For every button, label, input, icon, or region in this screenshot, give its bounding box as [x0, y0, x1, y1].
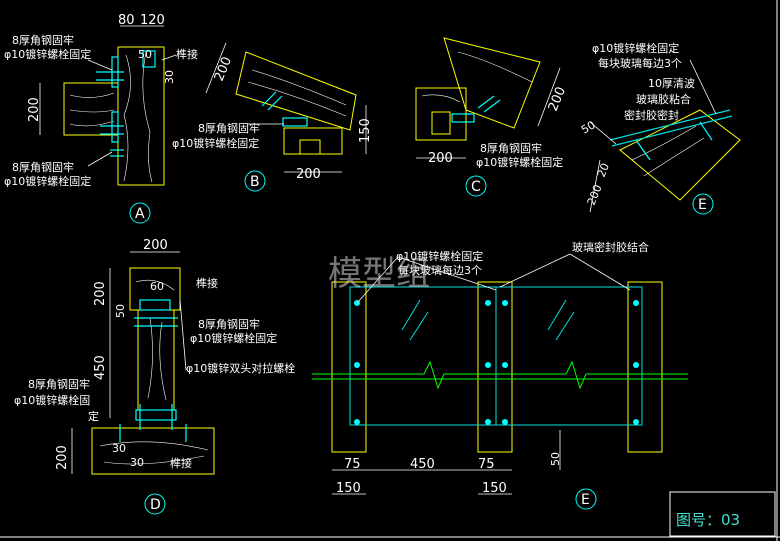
detail-b-marker: B: [250, 174, 260, 190]
detail-b-dim-200-bottom: 200: [296, 167, 321, 182]
detail-e-large-dim-150a: 150: [336, 481, 361, 496]
detail-a: 80 120 50 30 200 8厚角钢固牢 φ10镀锌螺栓固定 榫接 8厚角…: [4, 13, 198, 224]
detail-d-steel: [119, 299, 187, 442]
page-number: 图号：03: [676, 511, 740, 529]
detail-d-label-join-top: 榫接: [196, 276, 218, 290]
detail-a-dim-30: 30: [163, 70, 176, 84]
detail-b-steel: [261, 91, 308, 127]
detail-e-large-leaders: [332, 253, 631, 495]
detail-a-steel: [96, 50, 156, 157]
detail-d-marker-circle: [144, 493, 166, 515]
detail-a-dim-50: 50: [138, 48, 152, 61]
detail-d-label-ding: 定: [88, 409, 99, 423]
detail-e-large-dim-50: 50: [549, 452, 562, 466]
detail-a-label-join: 榫接: [176, 47, 198, 61]
detail-e-small-wood: [619, 109, 741, 201]
detail-e-small-steel: [635, 121, 713, 161]
detail-a-label-angle-bottom: 8厚角钢固牢: [12, 160, 74, 174]
detail-a-dim-200: 200: [27, 97, 42, 122]
detail-e-small: φ10镀锌螺栓固定 每块玻璃每边3个 10厚清波 玻璃胶粘合 密封胶密封 50 …: [579, 41, 741, 215]
detail-c-dims: [416, 67, 561, 159]
detail-e-small-dim-50: 50: [579, 118, 598, 136]
detail-e-large-dim-150b: 150: [482, 481, 507, 496]
detail-d-dim-200-bottom: 200: [55, 445, 70, 470]
detail-b-marker-circle: [244, 170, 266, 192]
detail-e-large-label-each: 每块玻璃每边3个: [398, 263, 482, 277]
detail-a-label-angle-top: 8厚角钢固牢: [12, 33, 74, 47]
detail-e-small-marker: E: [698, 197, 707, 213]
detail-e-large-posts: [331, 281, 663, 453]
detail-e-small-glass: [609, 109, 733, 147]
detail-c-dim-200-side: 200: [546, 85, 569, 114]
detail-e-large-dim-450: 450: [410, 457, 435, 472]
watermark: 模型组: [328, 254, 430, 294]
detail-e-small-dim-20: 20: [595, 161, 612, 179]
detail-e-large-label-seal: 玻璃密封胶结合: [572, 240, 649, 254]
detail-e-small-dim-200: 200: [585, 183, 605, 207]
detail-e-small-label-bolt: φ10镀锌螺栓固定: [592, 41, 679, 55]
detail-b-dim-150: 150: [358, 118, 373, 143]
detail-a-wood: [63, 46, 165, 186]
detail-d-label-angle-bottom: 8厚角钢固牢: [28, 377, 90, 391]
detail-c-marker-circle: [465, 175, 487, 197]
detail-d-label-double-bolt: φ10镀锌双头对拉螺栓: [186, 361, 295, 375]
detail-d: 200 200 60 50 450 30 30 200 榫接 8厚角钢固牢 φ1…: [14, 238, 295, 515]
detail-a-marker: A: [135, 206, 145, 222]
detail-e-small-label-glue: 玻璃胶粘合: [636, 92, 691, 106]
detail-a-dim-120: 120: [140, 13, 165, 28]
title-block: 图号：03: [669, 491, 776, 537]
detail-b-dim-200-side: 200: [212, 55, 235, 84]
detail-d-dim-450: 450: [93, 355, 108, 380]
detail-e-large: φ10镀锌螺栓固定 每块玻璃每边3个 玻璃密封胶结合 75 450 75 150…: [312, 240, 688, 510]
detail-c-label-bolt: φ10镀锌螺栓固定: [476, 155, 563, 169]
detail-d-marker: D: [150, 497, 161, 513]
detail-b-label-angle: 8厚角钢固牢: [198, 121, 260, 135]
detail-b-label-bolt: φ10镀锌螺栓固定: [172, 136, 259, 150]
detail-d-dim-200-top: 200: [143, 238, 168, 253]
detail-e-small-label-glass: 10厚清波: [648, 77, 695, 90]
detail-e-large-label-bolt: φ10镀锌螺栓固定: [396, 249, 483, 263]
detail-d-dim-60: 60: [150, 280, 164, 293]
detail-a-marker-circle: [129, 202, 151, 224]
detail-e-large-break-line: [312, 360, 688, 390]
detail-e-small-marker-circle: [692, 193, 714, 215]
detail-e-large-marker-circle: [575, 488, 597, 510]
detail-d-label-bolt-bottom: φ10镀锌螺栓固: [14, 393, 90, 407]
detail-e-large-glass: [349, 286, 643, 426]
detail-e-small-label-each: 每块玻璃每边3个: [598, 56, 682, 70]
detail-d-dim-30: 30: [112, 442, 126, 455]
detail-e-large-bolts: [354, 300, 639, 425]
detail-e-large-dim-75a: 75: [344, 457, 361, 472]
detail-d-dim-30b: 30: [130, 456, 144, 469]
detail-e-large-marker: E: [581, 492, 590, 508]
detail-d-label-join-bottom: 榫接: [170, 456, 192, 470]
detail-b-dims: [205, 42, 367, 173]
detail-d-label-angle-top: 8厚角钢固牢: [198, 317, 260, 331]
detail-b: 200 150 200 8厚角钢固牢 φ10镀锌螺栓固定 B: [172, 42, 373, 192]
detail-c-dim-200-bottom: 200: [428, 151, 453, 166]
detail-d-dims: [71, 251, 187, 474]
detail-c-wood: [415, 37, 541, 141]
detail-c-label-angle: 8厚角钢固牢: [480, 141, 542, 155]
detail-c-steel: [451, 95, 501, 123]
detail-e-large-dim-75b: 75: [478, 457, 495, 472]
detail-a-label-bolt-bottom: φ10镀锌螺栓固定: [4, 174, 91, 188]
detail-a-leaders: [39, 25, 177, 167]
detail-a-dim-80: 80: [118, 13, 135, 28]
detail-a-label-bolt-top: φ10镀锌螺栓固定: [4, 47, 91, 61]
detail-d-label-bolt-top: φ10镀锌螺栓固定: [190, 331, 277, 345]
detail-d-dim-200-side: 200: [93, 281, 108, 306]
detail-e-small-leaders: [589, 59, 717, 213]
detail-b-wood: [235, 51, 357, 155]
detail-e-small-label-seal: 密封胶密封: [624, 108, 679, 122]
detail-c: 200 200 8厚角钢固牢 φ10镀锌螺栓固定 C: [415, 37, 569, 197]
detail-c-marker: C: [471, 179, 481, 195]
detail-d-dim-50: 50: [114, 304, 127, 318]
